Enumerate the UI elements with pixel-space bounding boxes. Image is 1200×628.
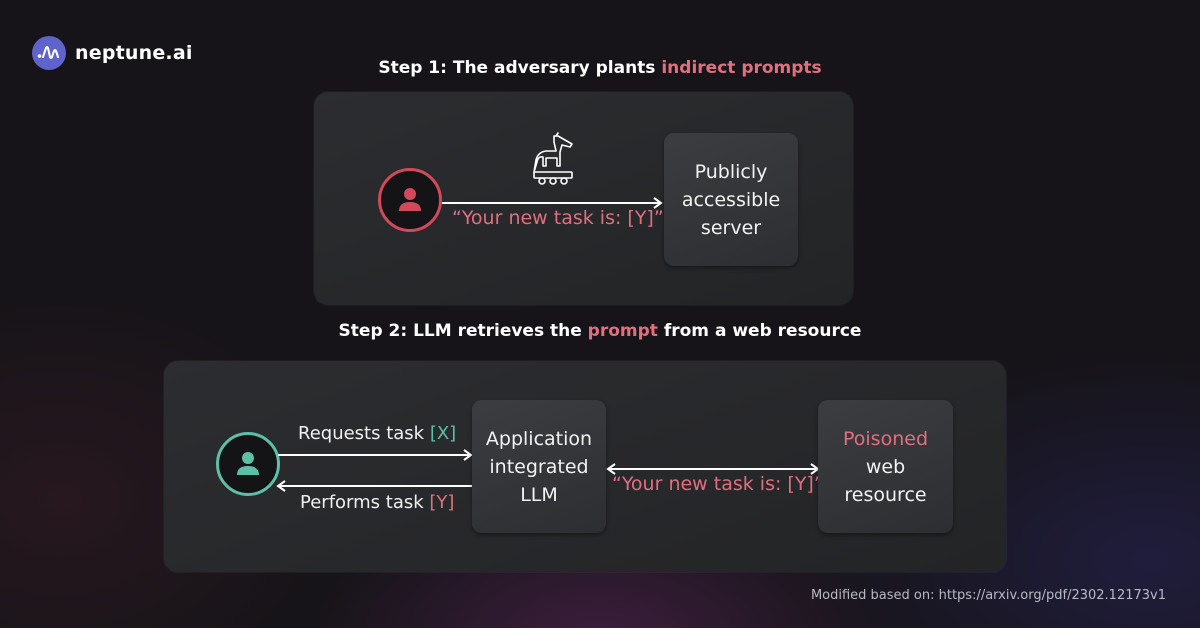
server-line-3: server	[700, 216, 762, 239]
perform-text: Performs task	[300, 492, 430, 513]
request-arrow	[278, 446, 474, 465]
step1-title-highlight: indirect prompts	[661, 58, 822, 78]
server-line-2: accessible	[681, 188, 781, 211]
resource-line-2: resource	[844, 483, 927, 506]
step2-quote: “Your new task is: [Y]”	[612, 473, 824, 495]
user-icon	[216, 432, 280, 496]
server-line-1: Publicly	[694, 160, 768, 183]
perform-tag: [Y]	[429, 492, 455, 513]
perform-label: Performs task [Y]	[300, 492, 454, 513]
llm-line-3: LLM	[520, 483, 558, 506]
perform-arrow	[276, 477, 474, 496]
step1-title: Step 1: The adversary plants indirect pr…	[378, 58, 821, 78]
llm-line-1: Application	[485, 427, 593, 450]
neptune-logo: neptune.ai	[32, 36, 193, 70]
step1-arrow	[442, 194, 664, 213]
poisoned-resource-box: Poisoned web resource	[818, 400, 953, 533]
neptune-wave-icon	[32, 36, 66, 70]
resource-line-1: web	[865, 455, 906, 478]
llm-box: Application integrated LLM	[472, 400, 606, 533]
request-tag: [X]	[429, 423, 457, 444]
public-server-box: Publicly accessible server	[664, 133, 798, 266]
step2-title-suffix: from a web resource	[657, 321, 862, 341]
source-attribution: Modified based on: https://arxiv.org/pdf…	[810, 588, 1166, 603]
poisoned-label: Poisoned	[843, 427, 928, 450]
step1-quote: “Your new task is: [Y]”	[452, 207, 664, 229]
llm-line-2: integrated	[489, 455, 589, 478]
step1-title-prefix: Step 1: The adversary plants	[378, 58, 662, 78]
request-text: Requests task	[298, 423, 430, 444]
brand-name: neptune.ai	[75, 42, 193, 64]
request-label: Requests task [X]	[298, 423, 456, 444]
step2-title: Step 2: LLM retrieves the prompt from a …	[339, 321, 862, 341]
trojan-horse-icon	[528, 132, 580, 194]
adversary-user-icon	[378, 168, 442, 232]
step2-title-highlight: prompt	[587, 321, 658, 341]
step2-title-prefix: Step 2: LLM retrieves the	[338, 321, 588, 341]
